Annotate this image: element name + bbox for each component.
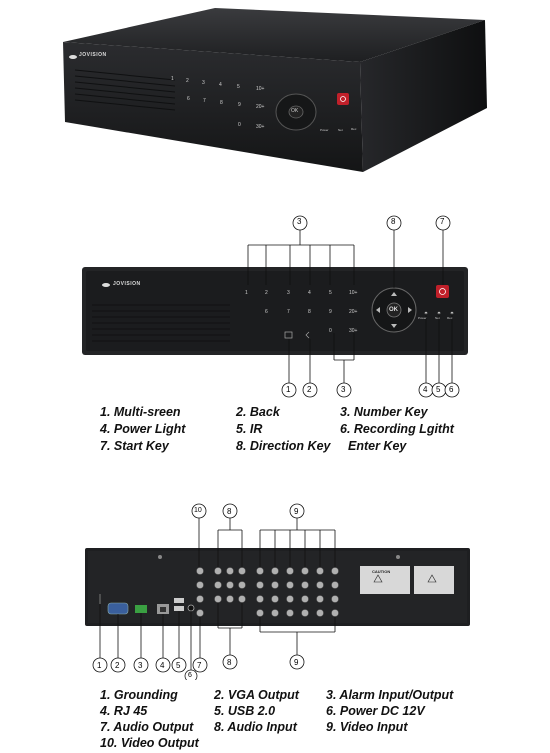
photo-key: 7 bbox=[203, 98, 206, 104]
photo-power-button bbox=[337, 93, 349, 105]
legend-item: Enter Key bbox=[348, 439, 407, 453]
front-key: 30+ bbox=[349, 328, 358, 334]
front-key: 3 bbox=[287, 290, 290, 296]
front-key: 6 bbox=[265, 309, 268, 315]
legend-item: 1. Multi-sreen bbox=[100, 405, 181, 419]
rear-callout-7: 7 bbox=[197, 661, 202, 670]
legend-item: 9. Video Input bbox=[326, 720, 408, 734]
front-panel-diagram bbox=[82, 215, 468, 398]
photo-brand-label: JOVISION bbox=[79, 52, 107, 58]
photo-key: 20+ bbox=[256, 104, 265, 110]
rear-callout-6: 6 bbox=[188, 672, 192, 679]
legend-item: 4. Power Light bbox=[100, 422, 186, 436]
photo-key: 30+ bbox=[256, 124, 265, 130]
front-brand-label: JOVISION bbox=[113, 281, 141, 287]
front-ok-label: OK bbox=[389, 307, 398, 313]
photo-key: 5 bbox=[237, 84, 240, 90]
caution-label: CAUTION bbox=[372, 569, 391, 574]
legend-item: 7. Audio Output bbox=[100, 720, 194, 734]
rear-panel-diagram bbox=[85, 503, 470, 680]
photo-key: 4 bbox=[219, 82, 222, 88]
front-key: 9 bbox=[329, 309, 332, 315]
front-key: 20+ bbox=[349, 309, 358, 315]
front-key: 0 bbox=[329, 328, 332, 334]
legend-item: 2. VGA Output bbox=[214, 688, 299, 702]
front-key: 7 bbox=[287, 309, 290, 315]
callout-6: 6 bbox=[449, 385, 454, 394]
front-key: 2 bbox=[265, 290, 268, 296]
photo-small-label: Rec bbox=[351, 127, 357, 131]
rear-callout-3: 3 bbox=[138, 661, 143, 670]
rear-callout-8-top: 8 bbox=[227, 507, 232, 516]
legend-item: 3. Alarm Input/Output bbox=[326, 688, 454, 702]
rear-callout-10: 10 bbox=[194, 507, 202, 514]
front-key: 1 bbox=[245, 290, 248, 296]
photo-key: 9 bbox=[238, 102, 241, 108]
front-key: 4 bbox=[308, 290, 311, 296]
photo-key: 0 bbox=[238, 122, 241, 128]
callout-2: 2 bbox=[307, 385, 312, 394]
callout-7: 7 bbox=[440, 217, 445, 226]
front-small-label: Rec bbox=[447, 316, 453, 320]
front-key: 10+ bbox=[349, 290, 358, 296]
rear-callout-5: 5 bbox=[176, 661, 181, 670]
legend-item: 3. Number Key bbox=[340, 405, 428, 419]
photo-key: 6 bbox=[187, 96, 190, 102]
rear-callout-9-bottom: 9 bbox=[294, 658, 299, 667]
callout-3-bottom: 3 bbox=[341, 385, 346, 394]
legend-item: 1. Grounding bbox=[100, 688, 178, 702]
photo-key: 8 bbox=[220, 100, 223, 106]
legend-item: 10. Video Output bbox=[100, 736, 199, 750]
legend-item: 4. RJ 45 bbox=[100, 704, 148, 718]
callout-5: 5 bbox=[436, 385, 441, 394]
callout-4: 4 bbox=[423, 385, 428, 394]
photo-key: 10+ bbox=[256, 86, 265, 92]
callout-3-top: 3 bbox=[297, 217, 302, 226]
front-key: 5 bbox=[329, 290, 332, 296]
front-key: 8 bbox=[308, 309, 311, 315]
legend-item: 6. Power DC 12V bbox=[326, 704, 425, 718]
rear-callout-4: 4 bbox=[160, 661, 165, 670]
photo-small-label: Net bbox=[338, 128, 343, 132]
legend-item: 5. IR bbox=[236, 422, 263, 436]
rear-callout-2: 2 bbox=[115, 661, 120, 670]
dvr-perspective-photo bbox=[63, 8, 487, 172]
photo-small-label: Power bbox=[320, 128, 329, 132]
callout-8: 8 bbox=[391, 217, 396, 226]
photo-ok-label: OK bbox=[291, 108, 299, 114]
front-small-label: Power bbox=[418, 316, 427, 320]
legend-item: 7. Start Key bbox=[100, 439, 169, 453]
callout-1: 1 bbox=[286, 385, 291, 394]
rear-callout-9-top: 9 bbox=[294, 507, 299, 516]
photo-key: 1 bbox=[171, 76, 174, 82]
front-small-label: Net bbox=[435, 316, 440, 320]
photo-key: 2 bbox=[186, 78, 189, 84]
legend-item: 8. Audio Input bbox=[214, 720, 297, 734]
legend-item: 2. Back bbox=[236, 405, 280, 419]
rear-callout-1: 1 bbox=[97, 661, 102, 670]
legend-item: 8. Direction Key bbox=[236, 439, 331, 453]
photo-direction-pad bbox=[275, 93, 317, 131]
legend-item: 5. USB 2.0 bbox=[214, 704, 276, 718]
photo-key: 3 bbox=[202, 80, 205, 86]
legend-item: 6. Recording Lgitht bbox=[340, 422, 454, 436]
rear-callout-8-bottom: 8 bbox=[227, 658, 232, 667]
